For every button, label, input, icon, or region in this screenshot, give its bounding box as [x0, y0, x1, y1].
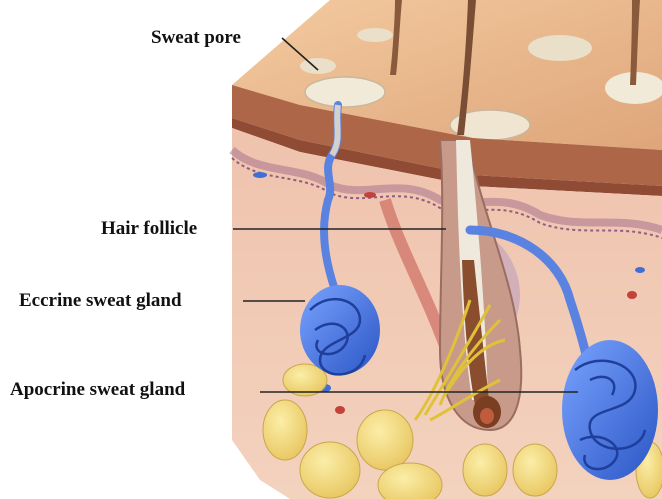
- label-apocrine-sweat-gland: Apocrine sweat gland: [10, 380, 185, 399]
- label-eccrine-sweat-gland: Eccrine sweat gland: [19, 291, 182, 310]
- label-sweat-pore: Sweat pore: [151, 28, 241, 47]
- label-hair-follicle: Hair follicle: [101, 219, 197, 238]
